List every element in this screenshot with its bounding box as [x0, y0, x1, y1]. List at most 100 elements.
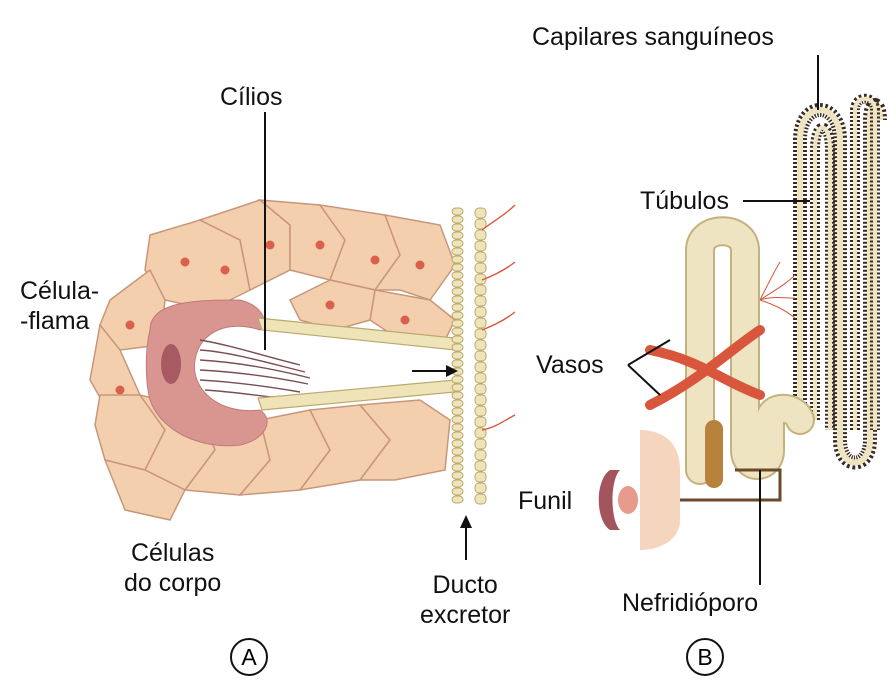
excretory-duct: [452, 208, 486, 504]
duct-cell: [452, 224, 463, 231]
cell-nucleus: [371, 256, 380, 265]
duct-cell: [452, 312, 463, 319]
duct-cell: [452, 248, 463, 255]
panel-a-artwork: [90, 112, 515, 560]
duct-cell: [452, 400, 463, 407]
duct-cell: [452, 288, 463, 295]
duct-cell: [452, 256, 463, 263]
flow-arrow: [412, 365, 458, 377]
duct-cell: [475, 285, 486, 295]
vessels-label: Vasos: [536, 350, 604, 380]
duct-cell: [452, 416, 463, 423]
duct-cell: [452, 328, 463, 335]
duct-cell: [452, 456, 463, 463]
duct-cell: [475, 472, 486, 482]
flame-cell-label: Célula- -flama: [20, 276, 99, 336]
flame-cell-label-line1: Célula-: [20, 276, 99, 306]
duct-cell: [452, 344, 463, 351]
fine-capillaries: [760, 262, 795, 318]
duct-capillaries: [482, 205, 515, 430]
duct-cell: [475, 461, 486, 471]
duct-cell: [475, 230, 486, 240]
panel-a-marker: A: [230, 638, 268, 676]
duct-cell: [475, 483, 486, 493]
duct-cell: [475, 494, 486, 504]
duct-cell: [475, 417, 486, 427]
duct-label: Ducto excretor: [420, 570, 510, 630]
tubules-label: Túbulos: [640, 186, 729, 216]
funnel-inner: [618, 486, 638, 514]
duct-cell: [452, 424, 463, 431]
duct-cell: [475, 208, 486, 218]
duct-cell: [475, 439, 486, 449]
duct-cell: [475, 384, 486, 394]
duct-cell: [452, 440, 463, 447]
body-cells-label-line1: Células: [124, 538, 221, 568]
panel-b-artwork: [599, 55, 880, 585]
flame-cell-nucleus: [161, 344, 181, 384]
duct-cell: [475, 318, 486, 328]
duct-label-line1: Ducto: [420, 570, 510, 600]
duct-cell: [452, 392, 463, 399]
duct-cell: [475, 263, 486, 273]
duct-cell: [452, 296, 463, 303]
duct-cell: [452, 480, 463, 487]
duct-cell: [452, 488, 463, 495]
funnel-label: Funil: [518, 486, 572, 516]
duct-cell: [475, 450, 486, 460]
cell-nucleus: [316, 241, 325, 250]
duct-cell: [452, 472, 463, 479]
cell-nucleus: [401, 316, 410, 325]
duct-cell: [452, 208, 463, 215]
duct-cell: [452, 384, 463, 391]
duct-cell: [452, 232, 463, 239]
duct-cell: [475, 307, 486, 317]
cell-nucleus: [116, 386, 125, 395]
cilia: [200, 340, 310, 400]
duct-label-line2: excretor: [420, 600, 510, 630]
panel-b-marker: B: [686, 638, 724, 676]
duct-cell: [475, 296, 486, 306]
capillaries-label: Capilares sanguíneos: [532, 22, 774, 52]
duct-cell: [452, 304, 463, 311]
duct-cell: [475, 252, 486, 262]
duct-cell: [475, 329, 486, 339]
duct-cell: [475, 241, 486, 251]
duct-cell: [452, 464, 463, 471]
duct-callout-arrow: [460, 515, 472, 560]
funnel-outer: [599, 470, 620, 530]
duct-cell: [452, 216, 463, 223]
duct-cell: [452, 496, 463, 503]
duct-cell: [452, 264, 463, 271]
duct-cell: [452, 408, 463, 415]
duct-cell: [475, 340, 486, 350]
duct-cell: [475, 351, 486, 361]
duct-cell: [475, 373, 486, 383]
duct-cell: [452, 360, 463, 367]
cell-nucleus: [126, 321, 135, 330]
cell-nucleus: [181, 258, 190, 267]
nephridiopore-label: Nefridióporo: [622, 588, 758, 618]
duct-cell: [475, 406, 486, 416]
cell-nucleus: [221, 266, 230, 275]
duct-cell: [452, 432, 463, 439]
duct-cell: [452, 320, 463, 327]
duct-cell: [452, 240, 463, 247]
duct-cell: [452, 280, 463, 287]
duct-cell: [452, 336, 463, 343]
duct-cell: [475, 362, 486, 372]
bladder: [705, 420, 723, 488]
flame-cell-label-line2: -flama: [20, 306, 99, 336]
duct-cell: [475, 395, 486, 405]
funnel-tube: [640, 430, 680, 550]
duct-cell: [452, 376, 463, 383]
capillary-wrap: [815, 128, 830, 431]
duct-cell: [452, 448, 463, 455]
body-cells-label: Células do corpo: [124, 538, 221, 598]
body-cells-lower: [95, 395, 450, 520]
cell-nucleus: [326, 301, 335, 310]
cilia-label: Cílios: [220, 82, 283, 112]
body-cells-label-line2: do corpo: [124, 568, 221, 598]
cell-nucleus: [266, 241, 275, 250]
cell-nucleus: [416, 261, 425, 270]
